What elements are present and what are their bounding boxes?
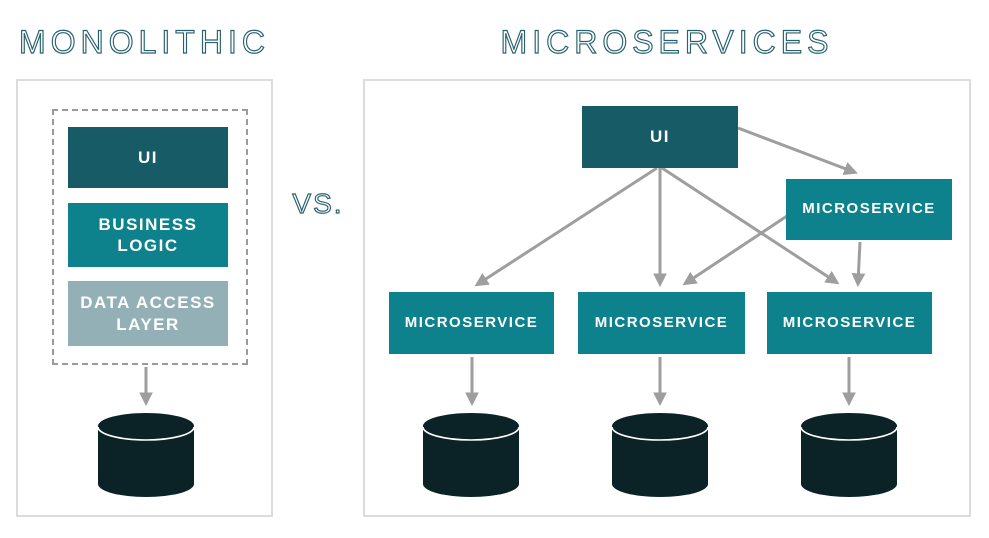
arrow-microservice-right-to-microservice-2	[682, 210, 794, 286]
arrow-ui-to-microservice-right	[737, 126, 858, 176]
monolith-ui-label: UI	[138, 147, 158, 167]
vs-label: VS.	[292, 187, 344, 219]
monolith-boundary	[52, 109, 248, 365]
monolith-ui-layer: UI	[68, 127, 228, 188]
monolithic-panel	[16, 79, 273, 517]
monolith-data-access-label: DATA ACCESS LAYER	[80, 293, 216, 334]
database-cylinder	[800, 413, 898, 497]
microservices-ui-label: UI	[650, 127, 670, 147]
database-cylinder	[422, 413, 520, 497]
microservice-label: MICROSERVICE	[782, 313, 917, 331]
microservice-1-node: MICROSERVICE	[389, 292, 554, 354]
monolith-business-logic-layer: BUSINESS LOGIC	[68, 203, 228, 267]
arrow-ui-to-microservice-1	[474, 166, 658, 287]
microservice-2-node: MICROSERVICE	[578, 292, 745, 354]
monolith-data-access-layer: DATA ACCESS LAYER	[68, 281, 228, 346]
database-cylinder	[97, 413, 195, 497]
microservice-label: MICROSERVICE	[802, 200, 936, 218]
microservices-ui-node: UI	[582, 106, 738, 168]
monolith-business-logic-label: BUSINESS LOGIC	[98, 214, 198, 255]
microservices-panel	[363, 79, 971, 517]
microservice-label: MICROSERVICE	[594, 313, 729, 331]
database-cylinder	[611, 413, 709, 497]
arrow-microservice-right-to-microservice-3	[851, 241, 866, 288]
arrow-ui-to-microservice-3	[661, 166, 840, 285]
microservices-title: MICROSERVICES	[500, 23, 834, 60]
microservice-3-node: MICROSERVICE	[767, 292, 932, 354]
monolithic-title: MONOLITHIC	[18, 23, 270, 60]
microservice-label: MICROSERVICE	[404, 313, 539, 331]
microservice-right-node: MICROSERVICE	[786, 179, 952, 240]
